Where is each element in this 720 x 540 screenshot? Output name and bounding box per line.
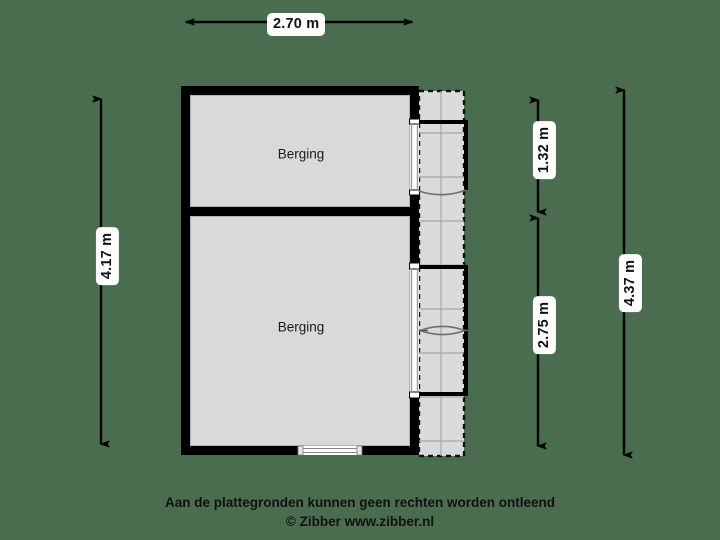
door-lower-leaf-bottom — [419, 331, 468, 396]
dim-label-right-outer: 4.37 m — [618, 253, 642, 313]
interior-edge-lines — [190, 95, 410, 446]
dim-label-right-bottom: 2.75 m — [532, 295, 556, 355]
door-lower-swing-arc-top — [418, 329, 467, 336]
building-shell — [181, 86, 419, 455]
disclaimer-text: Aan de plattegronden kunnen geen rechten… — [164, 495, 556, 510]
room-label-lower: Berging — [277, 319, 325, 335]
door-upper-leaf — [419, 120, 468, 190]
room-label-upper: Berging — [277, 146, 325, 162]
dim-label-top-width: 2.70 m — [267, 13, 326, 36]
door-lower-swing-arc-bottom — [418, 325, 467, 332]
window-bottom-wall — [297, 445, 363, 456]
dim-label-left-height: 4.17 m — [95, 226, 119, 286]
room-lower-floor — [190, 216, 410, 446]
door-upper-jamb-bottom — [409, 189, 420, 196]
dim-label-right-top: 1.32 m — [532, 120, 556, 180]
door-upper-swing-arc — [418, 189, 467, 196]
paved-terrace — [417, 89, 466, 458]
door-upper-right — [409, 118, 468, 196]
door-lower-opening — [410, 268, 419, 393]
window-jamb-left — [297, 445, 304, 456]
copyright-text: © Zibber www.zibber.nl — [285, 514, 435, 529]
door-upper-opening — [410, 123, 419, 191]
window-jamb-right — [356, 445, 363, 456]
window-opening — [298, 446, 362, 455]
door-lower-right — [409, 262, 468, 399]
door-lower-leaf-top — [419, 265, 468, 330]
room-upper-floor — [190, 95, 410, 207]
